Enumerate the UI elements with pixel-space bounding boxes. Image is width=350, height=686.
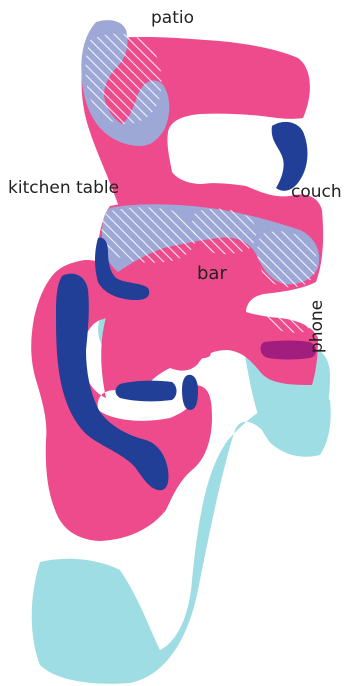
navy-region-mid	[116, 381, 177, 402]
navy-region-small	[182, 375, 198, 410]
label-patio: patio	[151, 10, 194, 27]
label-bar: bar	[197, 265, 227, 283]
label-kitchen-table: kitchen table	[8, 180, 119, 197]
hatch-overlay-bar-left	[102, 207, 196, 263]
label-couch: couch	[291, 184, 342, 201]
label-phone: phone	[309, 300, 326, 353]
navy-region-couch	[272, 122, 308, 191]
